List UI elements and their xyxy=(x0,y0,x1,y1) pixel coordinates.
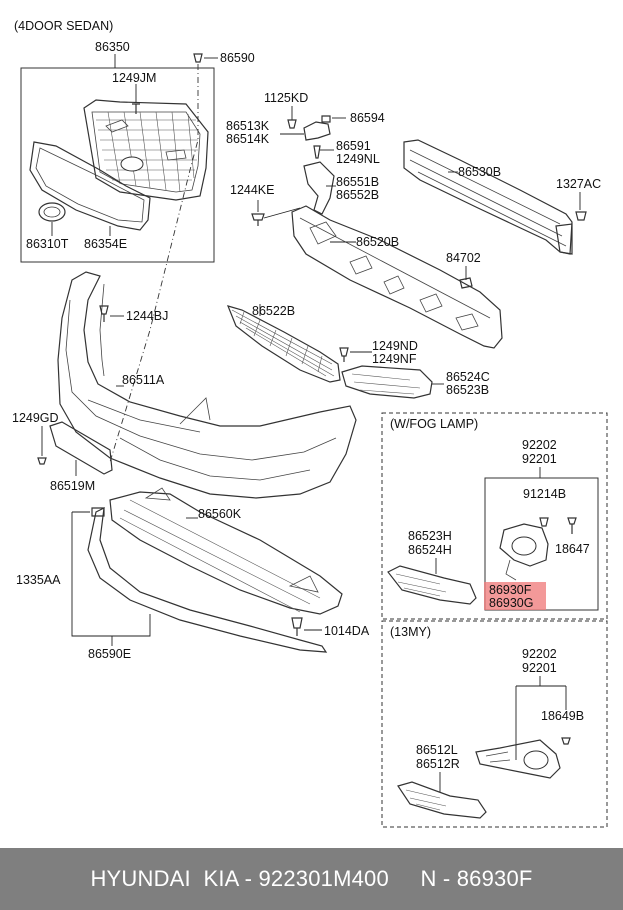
part-label-86511a[interactable]: 86511A xyxy=(122,373,165,387)
bracket-86519M xyxy=(49,421,113,475)
part-label-86520b[interactable]: 86520B xyxy=(356,235,399,249)
part-label-92202[interactable]: 92202 xyxy=(522,438,557,452)
part-label-86590e[interactable]: 86590E xyxy=(88,647,131,661)
part-label-1125kd[interactable]: 1125KD xyxy=(264,91,308,105)
bracket-86551B xyxy=(303,161,335,215)
part-label-86523h[interactable]: 86523H xyxy=(408,529,452,543)
part-label-86512l[interactable]: 86512L xyxy=(416,743,458,757)
front-bumper-cover xyxy=(57,271,357,499)
grille-molding xyxy=(29,141,151,231)
13my-box xyxy=(381,620,608,828)
part-label-86512r[interactable]: 86512R xyxy=(416,757,460,771)
part-label-86590[interactable]: 86590 xyxy=(220,51,255,65)
sedan-header: (4DOOR SEDAN) xyxy=(14,19,113,33)
fog-cover-86524C xyxy=(341,365,433,399)
fog-cover-86523H xyxy=(387,565,477,605)
part-label-86594[interactable]: 86594 xyxy=(350,111,385,125)
part-label-86591[interactable]: 86591 xyxy=(336,139,371,153)
fog-lamp-box xyxy=(381,412,608,620)
part-label-1244bj[interactable]: 1244BJ xyxy=(126,309,168,323)
part-label-1249gd[interactable]: 1249GD xyxy=(12,411,59,425)
part-label-84702[interactable]: 84702 xyxy=(446,251,481,265)
part-label-86930g[interactable]: 86930G xyxy=(489,596,533,610)
part-label-1249nd[interactable]: 1249ND xyxy=(372,339,418,353)
bracket-86513K xyxy=(303,121,331,141)
radiator-grille xyxy=(83,99,209,201)
part-label-92201[interactable]: 92201 xyxy=(522,452,557,466)
fog-lamp-13my xyxy=(475,739,561,779)
part-label-86522b[interactable]: 86522B xyxy=(252,304,295,318)
parts-diagram: (4DOOR SEDAN) 86350 1249JM 86310T 86354E… xyxy=(12,19,608,828)
emblem xyxy=(38,202,66,222)
part-label-86524c[interactable]: 86524C xyxy=(446,370,490,384)
svg-text:(W/FOG LAMP): (W/FOG LAMP) xyxy=(390,417,478,431)
highlight-86930F xyxy=(484,582,546,610)
part-label-1249nl[interactable]: 1249NL xyxy=(336,152,380,166)
fog-cover-86512L xyxy=(397,781,487,819)
part-label-86560k[interactable]: 86560K xyxy=(198,507,242,521)
lower-grille xyxy=(226,305,341,383)
part-label-91214b[interactable]: 91214B xyxy=(523,487,566,501)
part-label-86523b[interactable]: 86523B xyxy=(446,383,489,397)
part-label-86930f[interactable]: 86930F xyxy=(489,583,532,597)
lower-lip-86590E xyxy=(87,506,328,653)
part-label-1244ke[interactable]: 1244KE xyxy=(230,183,274,197)
part-label-86551b[interactable]: 86551B xyxy=(336,175,379,189)
clip-86590 xyxy=(193,53,203,63)
under-cover xyxy=(109,487,343,615)
part-label-86513k[interactable]: 86513K xyxy=(226,119,270,133)
part-label-86514k[interactable]: 86514K xyxy=(226,132,270,146)
bumper-beam xyxy=(403,139,573,255)
grille-assembly-box xyxy=(20,67,215,263)
part-label-86530b[interactable]: 86530B xyxy=(458,165,501,179)
part-label-86354e[interactable]: 86354E xyxy=(84,237,127,251)
part-label-1249nf[interactable]: 1249NF xyxy=(372,352,417,366)
energy-absorber xyxy=(291,205,503,349)
part-number-footer: HYUNDAI KIA - 922301M400 N - 86930F xyxy=(0,848,623,910)
part-label-1014da[interactable]: 1014DA xyxy=(324,624,370,638)
part-label-1249jm[interactable]: 1249JM xyxy=(112,71,156,85)
part-label-1327ac[interactable]: 1327AC xyxy=(556,177,601,191)
part-label-18647[interactable]: 18647 xyxy=(555,542,590,556)
fog-lamp xyxy=(499,523,549,581)
label-86350[interactable]: 86350 xyxy=(95,40,130,54)
part-label-86552b[interactable]: 86552B xyxy=(336,188,379,202)
part-label-86310t[interactable]: 86310T xyxy=(26,237,69,251)
part-label-18649b[interactable]: 18649B xyxy=(541,709,584,723)
part-label-86519m[interactable]: 86519M xyxy=(50,479,95,493)
part-label-92202[interactable]: 92202 xyxy=(522,647,557,661)
part-label-1335aa[interactable]: 1335AA xyxy=(16,573,61,587)
part-label-86524h[interactable]: 86524H xyxy=(408,543,452,557)
part-label-92201[interactable]: 92201 xyxy=(522,661,557,675)
svg-text:(13MY): (13MY) xyxy=(390,625,431,639)
